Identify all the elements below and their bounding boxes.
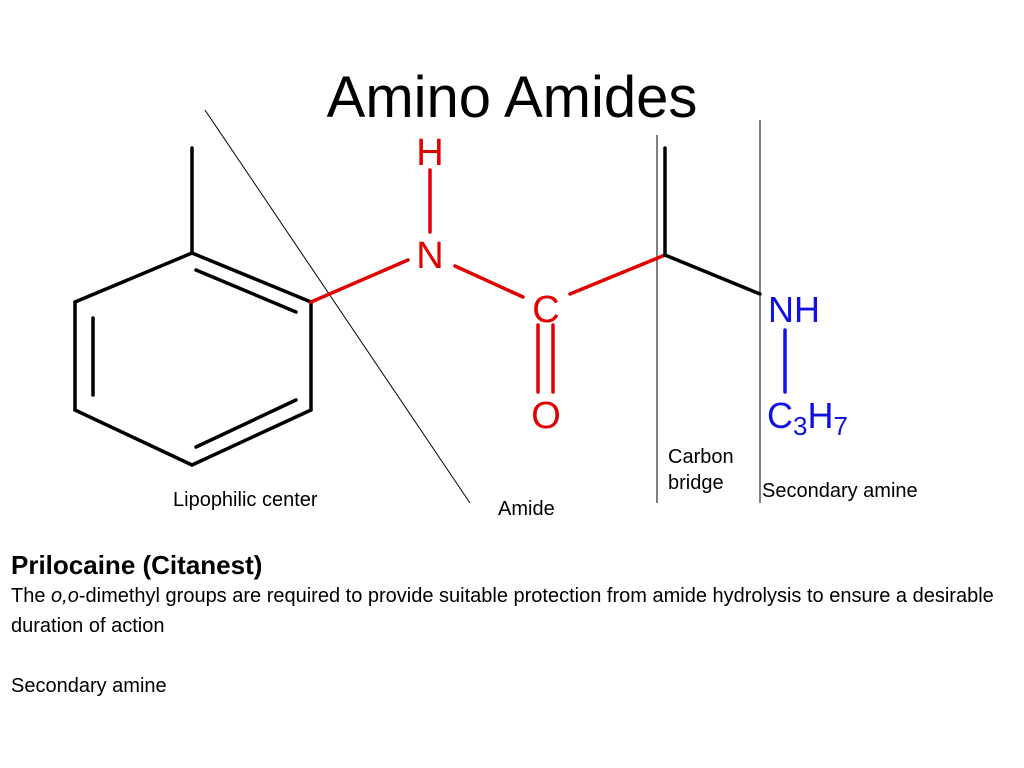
atom-n: N — [416, 235, 443, 277]
atom-o: O — [531, 395, 561, 437]
label-carbon-bridge-line2: bridge — [668, 472, 724, 494]
propyl-group: C3H7 — [767, 395, 848, 441]
label-lipophilic-center: Lipophilic center — [173, 489, 318, 511]
atom-nh: NH — [768, 289, 820, 330]
slide-title: Amino Amides — [326, 65, 698, 130]
ring-to-n-bond — [309, 258, 410, 304]
n-c-bond — [453, 264, 525, 299]
ring-inner-double-bond — [194, 268, 298, 314]
divider-lipophilic-amide — [204, 109, 471, 504]
footnote-secondary-amine: Secondary amine — [11, 675, 167, 697]
amide-bonds — [309, 168, 667, 394]
description-prefix: The — [11, 585, 52, 607]
atom-c: C — [532, 289, 559, 331]
ring-bond — [73, 408, 194, 467]
description-italic: o,o — [51, 585, 79, 607]
ring-bond — [190, 251, 313, 304]
propyl-h-subscript: 7 — [833, 411, 847, 441]
drug-description: The o,o-dimethyl groups are required to … — [11, 581, 1011, 641]
propyl-h: H — [807, 395, 833, 436]
label-carbon-bridge-line1: Carbon — [668, 446, 734, 468]
drug-info-block: Prilocaine (Citanest) The o,o-dimethyl g… — [11, 549, 1011, 701]
atom-h: H — [416, 132, 443, 174]
ring-inner-double-bond — [194, 398, 298, 449]
benzene-ring — [73, 251, 313, 467]
label-carbon-bridge: Carbon bridge — [668, 444, 734, 496]
description-suffix: -dimethyl groups are required to provide… — [11, 585, 994, 637]
label-secondary-amine: Secondary amine — [762, 480, 918, 502]
propyl-c: C — [767, 395, 793, 436]
ring-bond — [73, 251, 194, 304]
propyl-c-subscript: 3 — [793, 411, 807, 441]
drug-name: Prilocaine (Citanest) — [11, 550, 263, 580]
carbon-bridge-bonds — [663, 146, 762, 296]
label-amide: Amide — [498, 498, 555, 520]
bridge-to-nh-bond — [663, 253, 762, 296]
ring-bond — [190, 408, 313, 467]
c-to-bridge-bond — [568, 253, 667, 296]
